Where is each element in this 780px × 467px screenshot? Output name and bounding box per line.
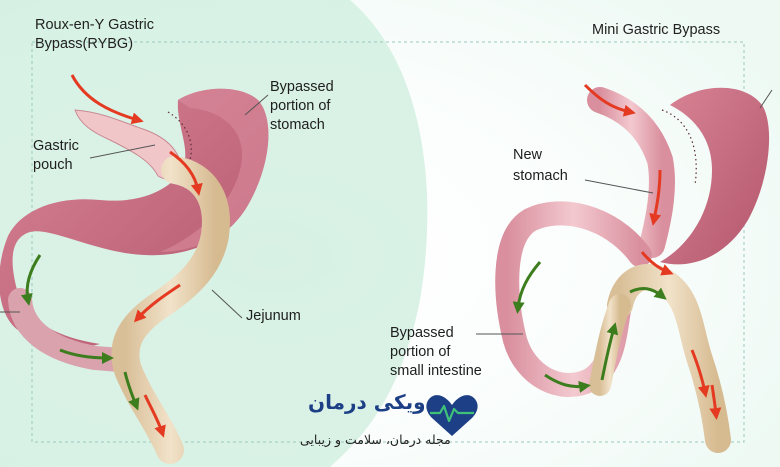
heart-logo-icon [426, 395, 478, 436]
right-bypassed-stomach [660, 87, 770, 265]
label-jejunum: Jejunum [246, 308, 301, 324]
watermark-tagline: مجله درمان، سلامت و زیبایی [300, 432, 451, 447]
label-gastric-pouch-1: Gastric [33, 138, 79, 154]
right-common-limb [607, 264, 731, 453]
label-bypassed-stomach-1: Bypassed [270, 79, 334, 95]
label-gastric-pouch-2: pouch [33, 157, 73, 173]
watermark-brand: ویکی درمان [308, 390, 426, 414]
right-title: Mini Gastric Bypass [592, 22, 721, 38]
label-bypassed-stomach-3: stomach [270, 117, 325, 133]
left-jejunum [111, 156, 230, 464]
label-new-stomach-1: New [513, 147, 543, 163]
left-title-line2: Bypass(RYBG) [35, 36, 134, 52]
dashed-frame [31, 41, 745, 443]
label-bypassed-intestine-1: Bypassed [390, 325, 454, 341]
label-bypassed-stomach-2: portion of [270, 98, 331, 114]
label-new-stomach-2: stomach [513, 168, 568, 184]
label-bypassed-intestine-3: small intestine [390, 363, 482, 379]
label-bypassed-intestine-2: portion of [390, 344, 451, 360]
left-bypassed-stomach [0, 88, 269, 347]
left-title-line1: Roux-en-Y Gastric [35, 17, 154, 33]
